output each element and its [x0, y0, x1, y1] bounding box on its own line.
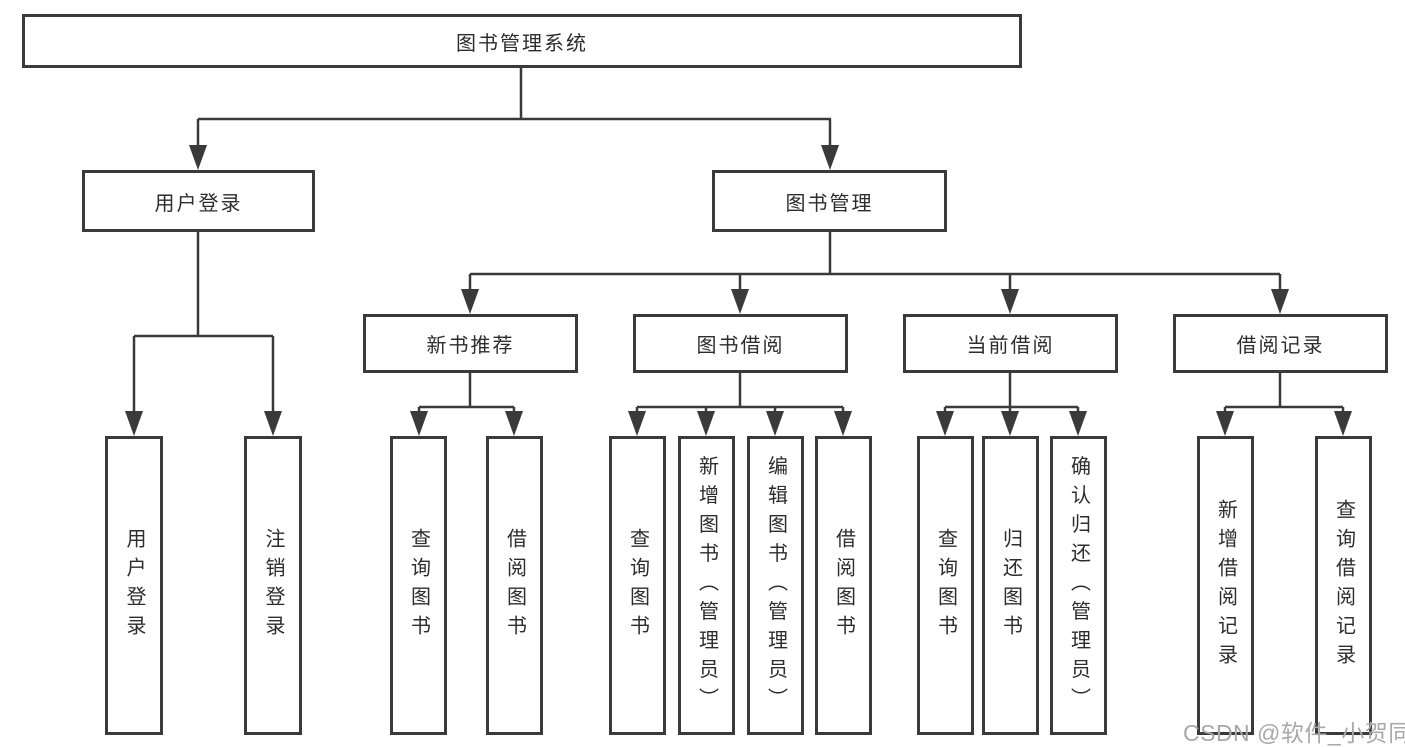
branch-book-management-label: 图书管理 — [785, 192, 874, 215]
leaf-borrowing-borrow-books: 借阅图书 — [815, 436, 872, 735]
csdn-watermark: CSDN @软件_小贺同学 — [1183, 720, 1405, 746]
leaf-recommend-query-books: 查询图书 — [390, 436, 447, 735]
leaf-recommend-borrow-books-label: 借阅图书 — [503, 527, 526, 644]
leaf-borrowing-query-books: 查询图书 — [609, 436, 666, 735]
leaf-edit-book-admin-label: 编辑图书（管理员） — [764, 455, 787, 716]
leaf-edit-book-admin: 编辑图书（管理员） — [747, 436, 804, 735]
leaf-current-query-books: 查询图书 — [917, 436, 974, 735]
branch-book-management: 图书管理 — [712, 170, 947, 232]
leaf-add-borrow-record-label: 新增借阅记录 — [1214, 498, 1237, 673]
leaf-recommend-query-books-label: 查询图书 — [407, 527, 430, 644]
node-new-book-recommend-label: 新书推荐 — [426, 335, 515, 357]
node-borrowing-records-label: 借阅记录 — [1236, 335, 1325, 357]
branch-user-login: 用户登录 — [82, 170, 315, 232]
leaf-user-login-label: 用户登录 — [123, 527, 145, 644]
node-current-borrowing: 当前借阅 — [903, 314, 1118, 373]
node-new-book-recommend: 新书推荐 — [363, 314, 578, 373]
leaf-add-book-admin: 新增图书（管理员） — [678, 436, 735, 735]
leaf-add-book-admin-label: 新增图书（管理员） — [695, 455, 718, 716]
leaf-current-query-books-label: 查询图书 — [934, 527, 957, 644]
leaf-return-book-label: 归还图书 — [999, 527, 1022, 644]
leaf-user-login: 用户登录 — [105, 436, 163, 735]
leaf-borrowing-borrow-books-label: 借阅图书 — [832, 527, 855, 644]
node-book-borrowing-label: 图书借阅 — [696, 335, 785, 357]
leaf-recommend-borrow-books: 借阅图书 — [486, 436, 543, 735]
leaf-borrowing-query-books-label: 查询图书 — [626, 527, 649, 644]
leaf-return-book: 归还图书 — [982, 436, 1039, 735]
leaf-confirm-return-admin-label: 确认归还（管理员） — [1067, 455, 1090, 716]
leaf-logout: 注销登录 — [244, 436, 302, 735]
node-root-label: 图书管理系统 — [456, 32, 588, 55]
leaf-confirm-return-admin: 确认归还（管理员） — [1050, 436, 1107, 735]
leaf-add-borrow-record: 新增借阅记录 — [1197, 436, 1254, 735]
node-book-borrowing: 图书借阅 — [633, 314, 848, 373]
leaf-query-borrow-record-label: 查询借阅记录 — [1332, 498, 1355, 673]
node-root: 图书管理系统 — [22, 14, 1022, 68]
node-current-borrowing-label: 当前借阅 — [966, 335, 1055, 357]
leaf-query-borrow-record: 查询借阅记录 — [1315, 436, 1372, 735]
branch-user-login-label: 用户登录 — [154, 192, 243, 215]
node-borrowing-records: 借阅记录 — [1173, 314, 1388, 373]
leaf-logout-label: 注销登录 — [262, 527, 284, 644]
